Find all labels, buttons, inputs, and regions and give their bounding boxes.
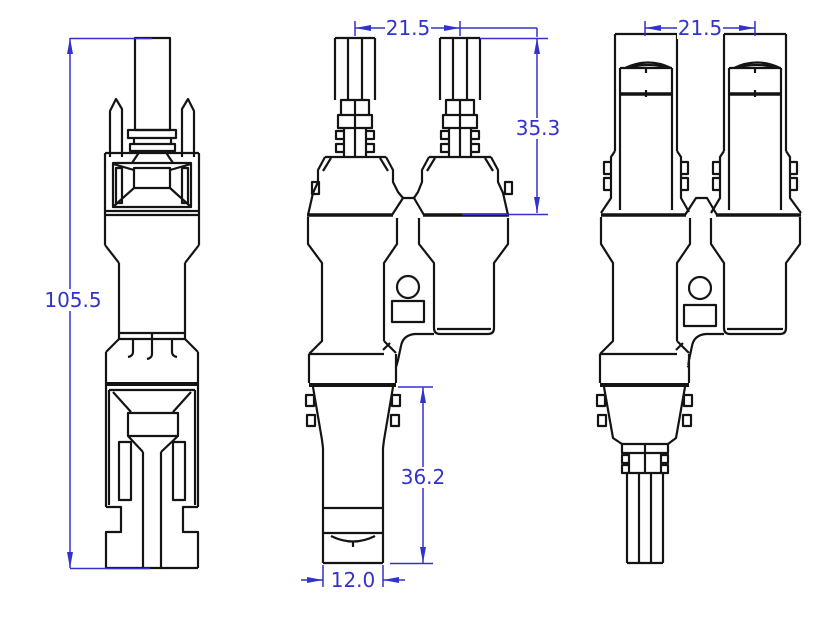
dimension-value: 105.5 <box>44 288 101 312</box>
dimension-value: 35.3 <box>516 116 561 140</box>
cable-crimp <box>620 442 670 475</box>
web-hole-rect <box>682 303 718 328</box>
web-fillet <box>686 332 724 368</box>
right-coupler-sleeve <box>710 150 802 214</box>
web-hole-circle <box>395 274 421 300</box>
dimension-text-mask <box>399 467 446 488</box>
dimension-plug-width: 12.0 <box>301 565 405 592</box>
center-notch <box>391 196 425 216</box>
contact-pin <box>141 452 163 568</box>
dimension-value: 21.5 <box>678 16 723 40</box>
left-branch-cable <box>333 36 377 100</box>
left-branch-crimp <box>334 98 376 157</box>
dimensions: 105.5 21.5 35.3 21.5 <box>44 16 756 592</box>
gland-nut-outline <box>126 128 178 164</box>
rear-branch-body <box>709 217 802 336</box>
web-hole-rect <box>390 299 426 324</box>
merged-body-outline <box>306 217 399 383</box>
dimension-value: 36.2 <box>401 465 446 489</box>
right-branch-crimp <box>439 98 481 157</box>
dimension-text-mask <box>330 570 376 591</box>
socket-funnel-detail <box>112 391 192 502</box>
left-coupler-sleeve <box>600 150 690 214</box>
output-cable <box>625 473 665 565</box>
dimension-plug-length: 36.2 <box>390 386 446 565</box>
right-branch-cone-body <box>413 155 514 216</box>
dimension-value: 21.5 <box>386 16 431 40</box>
dimension-value: 12.0 <box>331 568 376 592</box>
web-hole-circle <box>687 275 713 301</box>
y-splitter-front-view <box>304 36 514 565</box>
body-lower-outline <box>104 338 200 507</box>
left-branch-cone-body <box>306 155 404 216</box>
center-notch <box>684 196 718 216</box>
plug-gland <box>304 386 402 449</box>
web-fillet <box>394 332 434 368</box>
dimension-overall-height: 105.5 <box>44 37 152 570</box>
dimension-text-mask <box>677 18 723 39</box>
merged-body-outline <box>598 217 692 383</box>
locking-wings <box>108 97 196 157</box>
dimension-text-mask <box>45 289 101 311</box>
rear-branch-body <box>417 218 510 336</box>
dimension-front-branch-height: 35.3 <box>462 37 561 216</box>
dimension-lines <box>301 565 405 587</box>
cable-gland <box>595 386 694 445</box>
latch-fingers <box>127 339 178 361</box>
dimension-text-mask <box>385 18 431 39</box>
right-branch-cable <box>438 36 482 100</box>
body-upper-outline <box>103 151 201 245</box>
dimension-rear-branch-spacing: 21.5 <box>644 16 756 40</box>
dimension-front-branch-spacing: 21.5 <box>354 16 538 40</box>
male-plug-shaft <box>321 448 385 565</box>
dimension-text-mask <box>514 118 561 139</box>
single-connector-view <box>103 36 201 570</box>
